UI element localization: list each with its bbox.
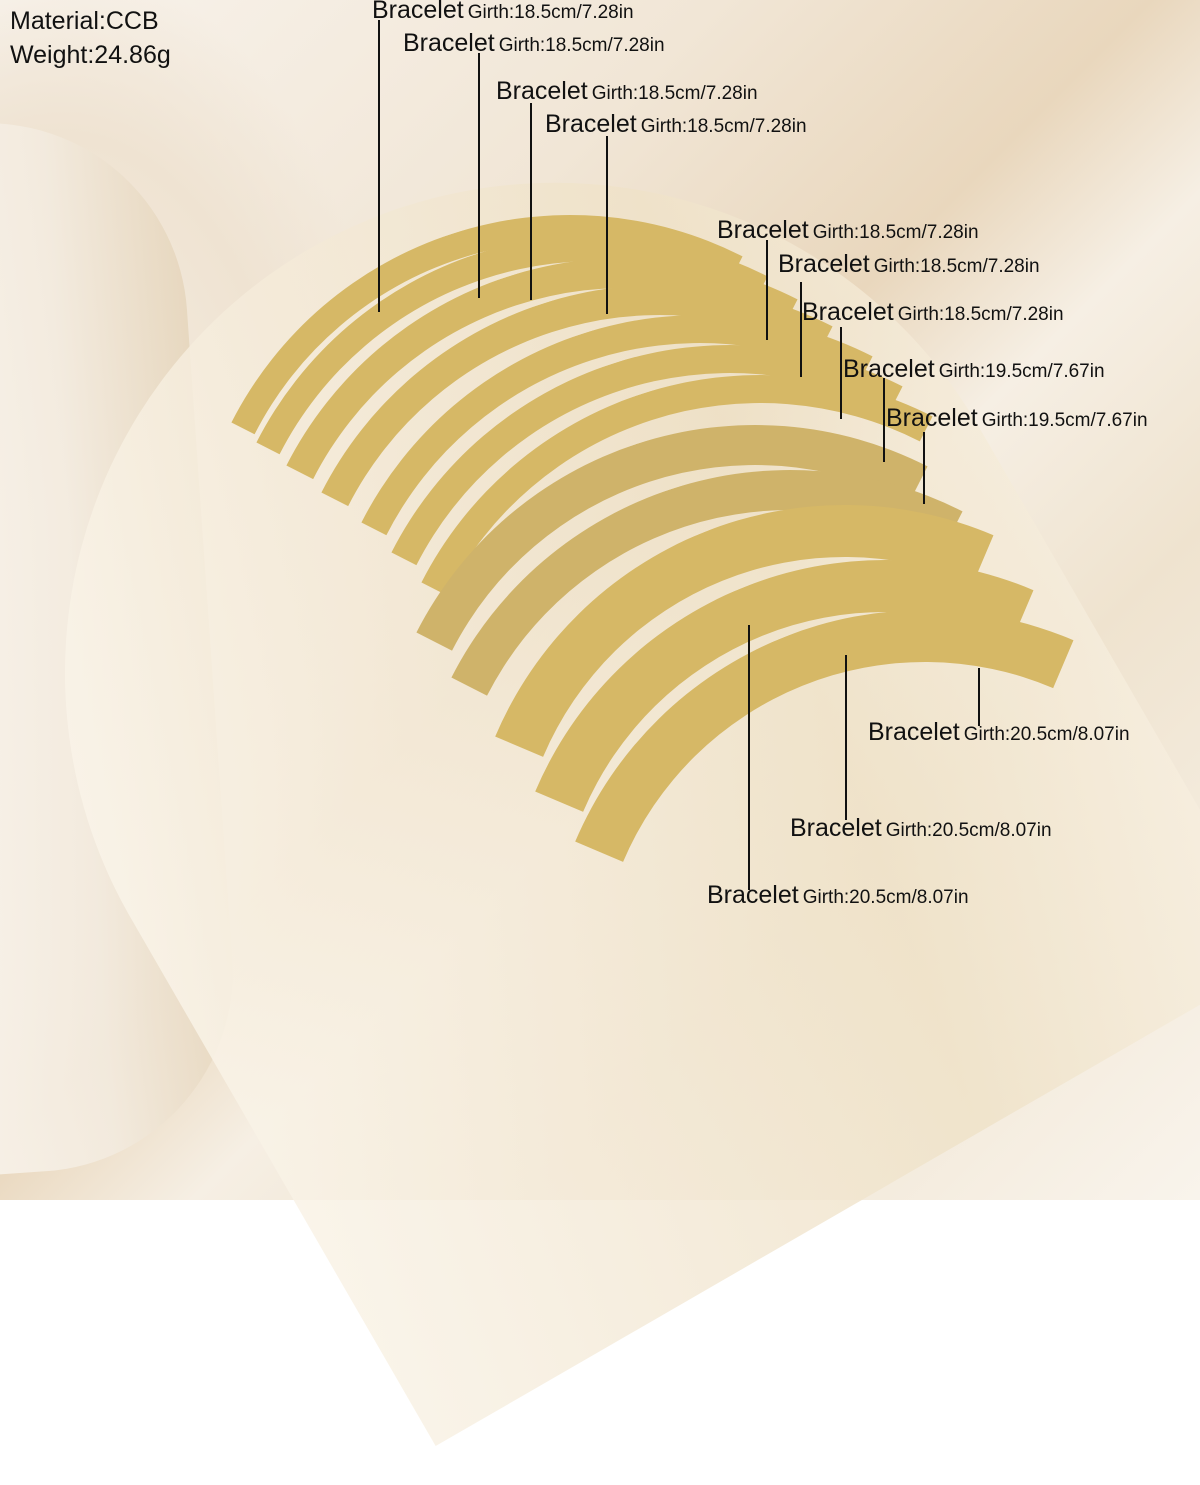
callout-title: Bracelet (778, 250, 870, 278)
callout-title: Bracelet (868, 718, 960, 746)
callout-girth: Girth:18.5cm/7.28in (812, 222, 979, 243)
callout-title: Bracelet (886, 404, 978, 432)
callout-title: Bracelet (545, 110, 637, 138)
callout-girth: Girth:19.5cm/7.67in (938, 361, 1105, 382)
callout-girth: Girth:18.5cm/7.28in (897, 304, 1064, 325)
callout-girth: Girth:18.5cm/7.28in (873, 256, 1040, 277)
leader-line-1 (378, 20, 380, 312)
callout-title: Bracelet (802, 298, 894, 326)
leader-line-6 (800, 282, 802, 377)
callout-title: Bracelet (843, 355, 935, 383)
callout-girth: Girth:19.5cm/7.67in (981, 410, 1148, 431)
callout-title: Bracelet (790, 814, 882, 842)
callout-title: Bracelet (372, 0, 464, 24)
callout-girth: Girth:18.5cm/7.28in (467, 2, 634, 23)
callout-girth: Girth:20.5cm/8.07in (885, 820, 1052, 841)
bracelet-stack (91, 116, 1200, 1485)
leader-line-3 (530, 103, 532, 300)
callout-girth: Girth:18.5cm/7.28in (591, 83, 758, 104)
material-label: Material:CCB (10, 7, 159, 35)
callout-title: Bracelet (707, 881, 799, 909)
leader-line-2 (478, 53, 480, 298)
callout-girth: Girth:18.5cm/7.28in (640, 116, 807, 137)
leader-line-4 (606, 136, 608, 314)
callout-girth: Girth:20.5cm/8.07in (963, 724, 1130, 745)
leader-line-11 (845, 655, 847, 820)
callout-title: Bracelet (717, 216, 809, 244)
leader-line-7 (840, 327, 842, 419)
leader-line-10 (978, 668, 980, 726)
callout-girth: Girth:20.5cm/8.07in (802, 887, 969, 908)
weight-label: Weight:24.86g (10, 41, 171, 69)
leader-line-12 (748, 625, 750, 890)
callout-girth: Girth:18.5cm/7.28in (498, 35, 665, 56)
leader-line-5 (766, 240, 768, 340)
callout-title: Bracelet (403, 29, 495, 57)
leader-line-9 (923, 432, 925, 504)
callout-title: Bracelet (496, 77, 588, 105)
product-specs: Material:CCB Weight:24.86g (10, 4, 171, 72)
leader-line-8 (883, 378, 885, 462)
